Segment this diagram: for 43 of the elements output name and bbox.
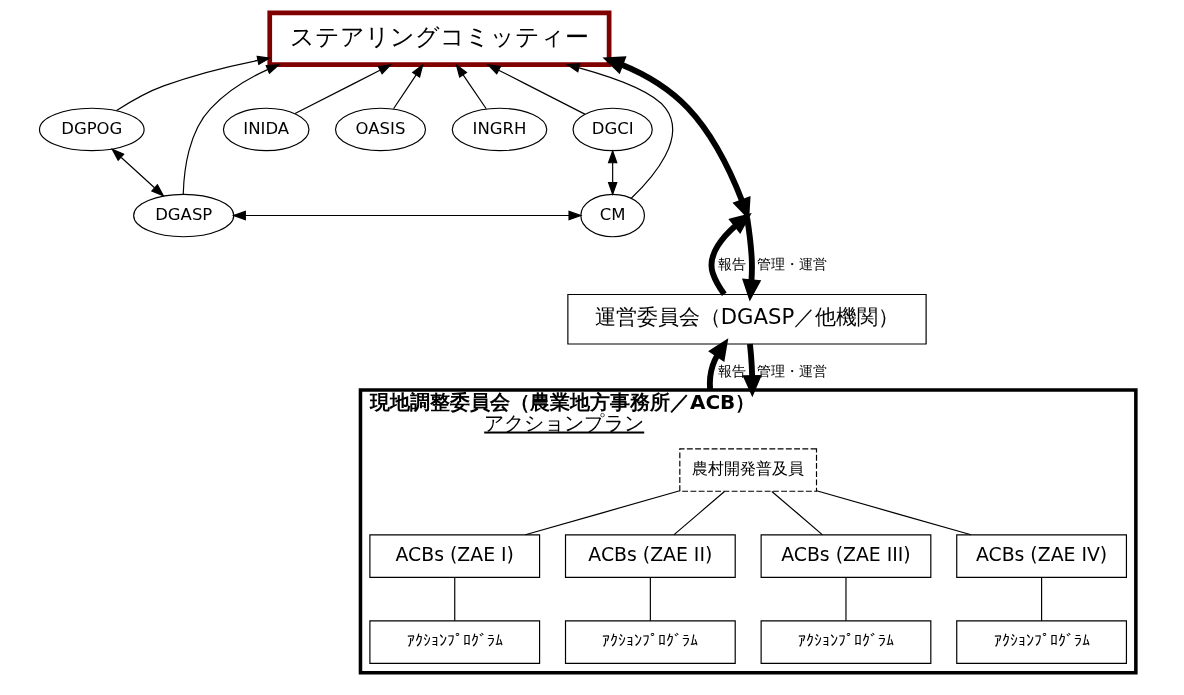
arrow <box>607 149 618 197</box>
arrow <box>392 63 424 110</box>
arrow <box>115 55 271 112</box>
node-box: ACBs (ZAE II) <box>564 534 736 578</box>
node-ellipse: CM <box>579 193 645 238</box>
arrow <box>741 343 762 398</box>
node-ellipse: INGRH <box>451 107 547 152</box>
arrow <box>110 148 165 198</box>
node-box: 運営委員会（DGASP／他機関） <box>566 293 927 345</box>
edge-label: 管理・運営 <box>756 363 827 380</box>
arrow <box>231 210 583 221</box>
connector <box>815 490 972 536</box>
arrow <box>565 63 673 199</box>
connector <box>1040 576 1042 622</box>
arrow <box>727 196 761 302</box>
node-box: ACBs (ZAE III) <box>760 534 931 578</box>
node-box: ｱｸｼｮﾝﾌﾟﾛｸﾞﾗﾑ <box>955 620 1127 664</box>
node-box: ステアリングコミッティー <box>266 10 611 68</box>
node-box: ｱｸｼｮﾝﾌﾟﾛｸﾞﾗﾑ <box>760 620 931 664</box>
edge-label: 報告 <box>717 256 746 273</box>
node-ellipse: OASIS <box>334 107 426 152</box>
connector <box>524 490 680 536</box>
connector <box>844 576 847 622</box>
connector <box>649 576 651 622</box>
arrow <box>182 64 280 195</box>
node-box: ｱｸｼｮﾝﾌﾟﾛｸﾞﾗﾑ <box>368 620 540 664</box>
node-box: ACBs (ZAE I) <box>368 534 540 578</box>
connector <box>770 490 823 536</box>
node-ellipse: INIDA <box>222 107 310 152</box>
arrow <box>486 63 585 115</box>
node-ellipse: DGASP <box>132 193 234 238</box>
connector <box>453 576 455 622</box>
node-box: 農村開発普及員 <box>678 448 817 492</box>
node-box: ACBs (ZAE IV) <box>955 534 1127 578</box>
node-box: ｱｸｼｮﾝﾌﾟﾛｸﾞﾗﾑ <box>564 620 736 664</box>
edge-label: 管理・運営 <box>756 256 827 273</box>
edge-label: 報告 <box>717 363 746 380</box>
arrow <box>293 63 392 115</box>
arrow <box>706 338 728 391</box>
arrow <box>454 63 487 110</box>
node-ellipse: DGCI <box>571 107 653 152</box>
node-ellipse: DGPOG <box>38 107 145 152</box>
connector <box>672 490 725 536</box>
